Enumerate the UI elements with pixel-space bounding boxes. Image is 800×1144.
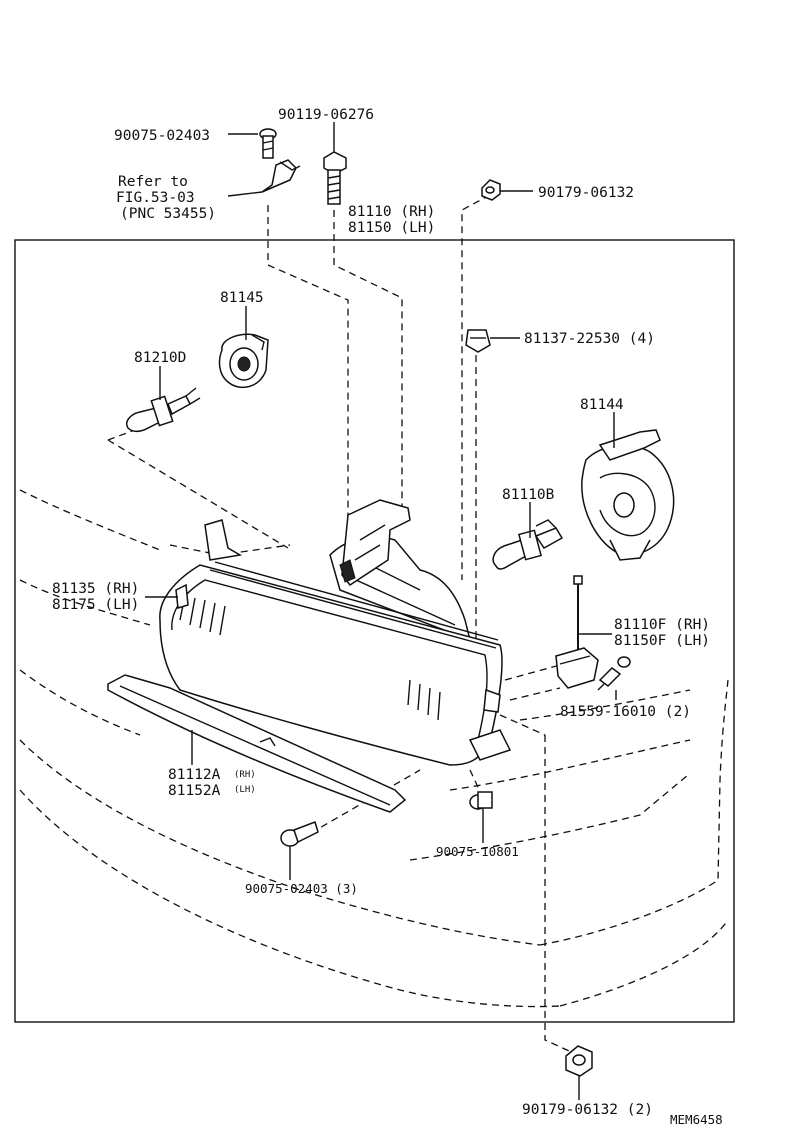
- screw-90075-02403-3-icon: [280, 821, 319, 847]
- label-81175-lh: 81175 (LH): [52, 597, 139, 613]
- label-81135-rh: 81135 (RH): [52, 581, 139, 597]
- socket-81144-icon: [581, 429, 675, 561]
- label-81150-lh: 81150 (LH): [348, 220, 435, 236]
- label-81110-rh: 81110 (RH): [348, 204, 435, 220]
- grommet-90075-10801-icon: [469, 791, 493, 810]
- label-90119-06276: 90119-06276: [278, 107, 374, 123]
- screw-90075-02403-icon: [259, 128, 277, 159]
- label-81110f-rh: 81110F (RH): [614, 617, 710, 633]
- label-90179-06132: 90179-06132: [538, 185, 634, 201]
- bolt-90119-06276-icon: [323, 151, 347, 205]
- bracket-icon: [261, 159, 301, 193]
- main-frame: [14, 239, 735, 1023]
- label-90075-10801: 90075-10801: [436, 844, 519, 859]
- clip-81137-icon: [465, 329, 491, 353]
- label-81150f-lh: 81150F (LH): [614, 633, 710, 649]
- label-81152a-lh: (LH): [234, 785, 256, 795]
- screw-81559-icon: [597, 656, 631, 691]
- label-81145: 81145: [220, 290, 264, 306]
- label-81210d: 81210D: [134, 350, 186, 366]
- label-90179-06132-2: 90179-06132 (2): [522, 1102, 653, 1118]
- label-refer-to: Refer to: [118, 174, 188, 190]
- bulb-81210d-icon: [126, 387, 201, 433]
- diagram-code: MEM6458: [670, 1112, 723, 1127]
- nut-90179-06132-icon: [481, 179, 501, 201]
- label-fig-53-03: FIG.53-03: [116, 190, 195, 206]
- label-81112a: 81112A: [168, 767, 221, 783]
- part-labels: 90075-02403 90119-06276 Refer to FIG.53-…: [52, 107, 723, 1127]
- label-81110b: 81110B: [502, 487, 555, 503]
- nut-90179-06132-2-icon: [565, 1045, 593, 1077]
- label-81137-22530: 81137-22530 (4): [524, 331, 655, 347]
- molding-81112a-icon: [107, 674, 407, 813]
- label-81112a-rh: (RH): [234, 770, 256, 780]
- adjuster-81110f-icon: [555, 575, 599, 689]
- socket-81145-icon: [218, 333, 269, 389]
- label-pnc-53455: (PNC 53455): [120, 206, 216, 222]
- label-81152a: 81152A: [168, 783, 221, 799]
- label-81144: 81144: [580, 397, 624, 413]
- leader-lines: [145, 122, 617, 1100]
- headlamp-housing-icon: [159, 499, 512, 766]
- lens-ribs: [179, 594, 441, 721]
- label-81559-16010: 81559-16010 (2): [560, 704, 691, 720]
- label-90075-02403-3: 90075-02403 (3): [245, 881, 358, 896]
- label-90075-02403: 90075-02403: [114, 128, 210, 144]
- bulb-81110b-icon: [492, 519, 564, 570]
